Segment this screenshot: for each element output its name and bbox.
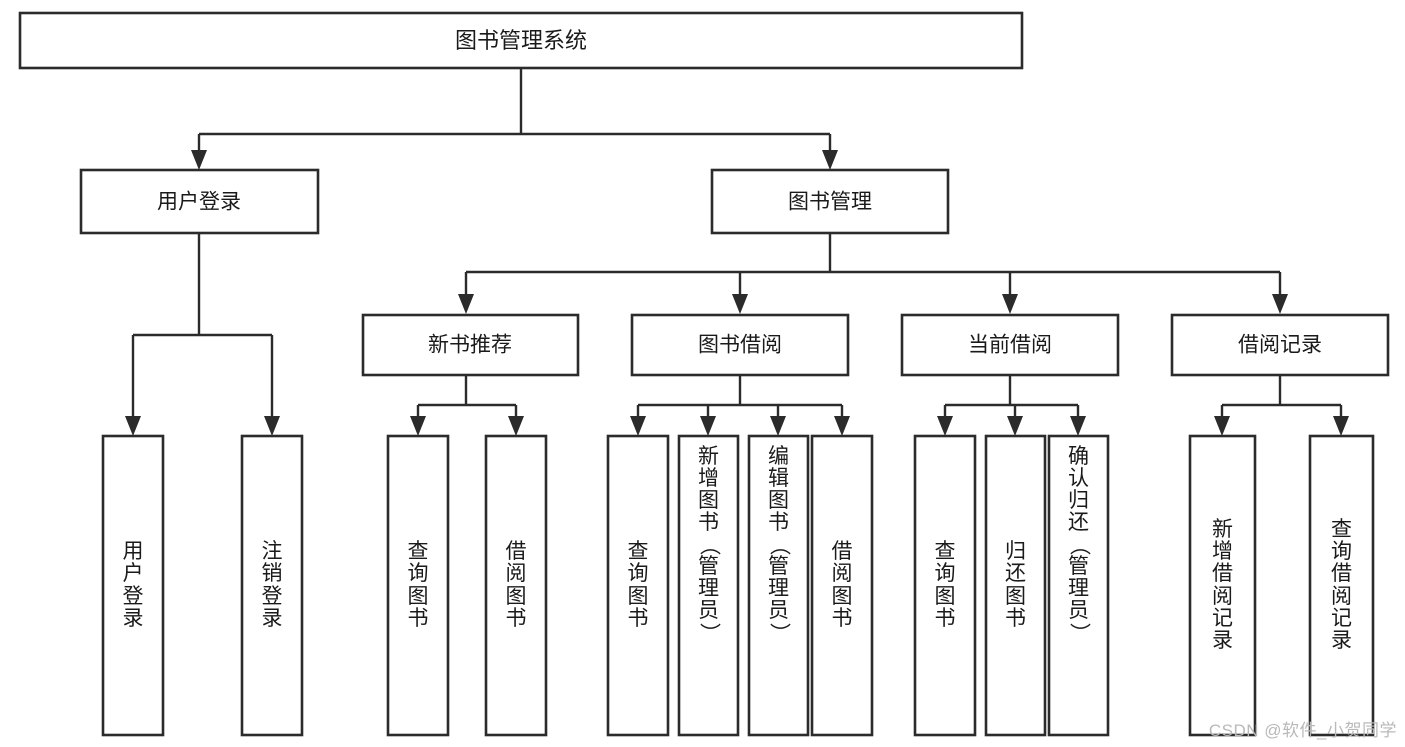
node-label-book-borrow: 图书借阅 xyxy=(698,334,782,357)
leaf-box-current-borrow-2[interactable] xyxy=(984,434,1047,737)
leaf-box-new-book-2[interactable] xyxy=(484,434,548,737)
node-book-borrow[interactable]: 图书借阅 xyxy=(630,313,850,377)
connector-current-borrow-to-leaves xyxy=(937,375,1086,436)
connector-root-to-level2 xyxy=(191,68,838,170)
connector-book-borrow-to-leaves xyxy=(630,375,850,436)
node-current-borrow[interactable]: 当前借阅 xyxy=(900,313,1120,377)
leaf-box-user-login-2[interactable] xyxy=(240,434,304,737)
leaf-box-current-borrow-1[interactable] xyxy=(913,434,977,737)
node-label-book-management: 图书管理 xyxy=(788,191,872,214)
node-user-login[interactable]: 用户登录 xyxy=(79,168,320,235)
leaf-box-book-borrow-1[interactable] xyxy=(606,434,670,737)
leaf-box-current-borrow-3[interactable] xyxy=(1047,434,1110,737)
node-label-root-system: 图书管理系统 xyxy=(455,28,587,53)
leaf-box-user-login-1[interactable] xyxy=(101,434,165,737)
leaf-box-book-borrow-2[interactable] xyxy=(677,434,740,737)
node-label-new-book-recommend: 新书推荐 xyxy=(428,334,512,357)
leaf-box-borrow-record-1[interactable] xyxy=(1188,434,1257,737)
node-book-management[interactable]: 图书管理 xyxy=(710,168,950,235)
watermark-text: CSDN @软件_小贺同学 xyxy=(1208,721,1397,740)
node-root-system[interactable]: 图书管理系统 xyxy=(18,11,1024,70)
node-label-current-borrow: 当前借阅 xyxy=(968,334,1052,357)
connector-user-login-to-leaves xyxy=(125,233,280,436)
leaf-box-new-book-1[interactable] xyxy=(386,434,450,737)
connector-new-book-to-leaves xyxy=(410,375,524,436)
leaf-box-book-borrow-3[interactable] xyxy=(747,434,810,737)
node-label-borrow-record: 借阅记录 xyxy=(1238,334,1322,357)
leaf-box-borrow-record-2[interactable] xyxy=(1308,434,1375,737)
node-new-book-recommend[interactable]: 新书推荐 xyxy=(361,313,580,377)
connector-book-management-to-level3 xyxy=(458,233,1288,314)
connector-borrow-record-to-leaves xyxy=(1214,375,1349,436)
node-borrow-record[interactable]: 借阅记录 xyxy=(1170,313,1390,377)
node-label-user-login: 用户登录 xyxy=(157,191,241,214)
leaf-box-book-borrow-4[interactable] xyxy=(810,434,874,737)
